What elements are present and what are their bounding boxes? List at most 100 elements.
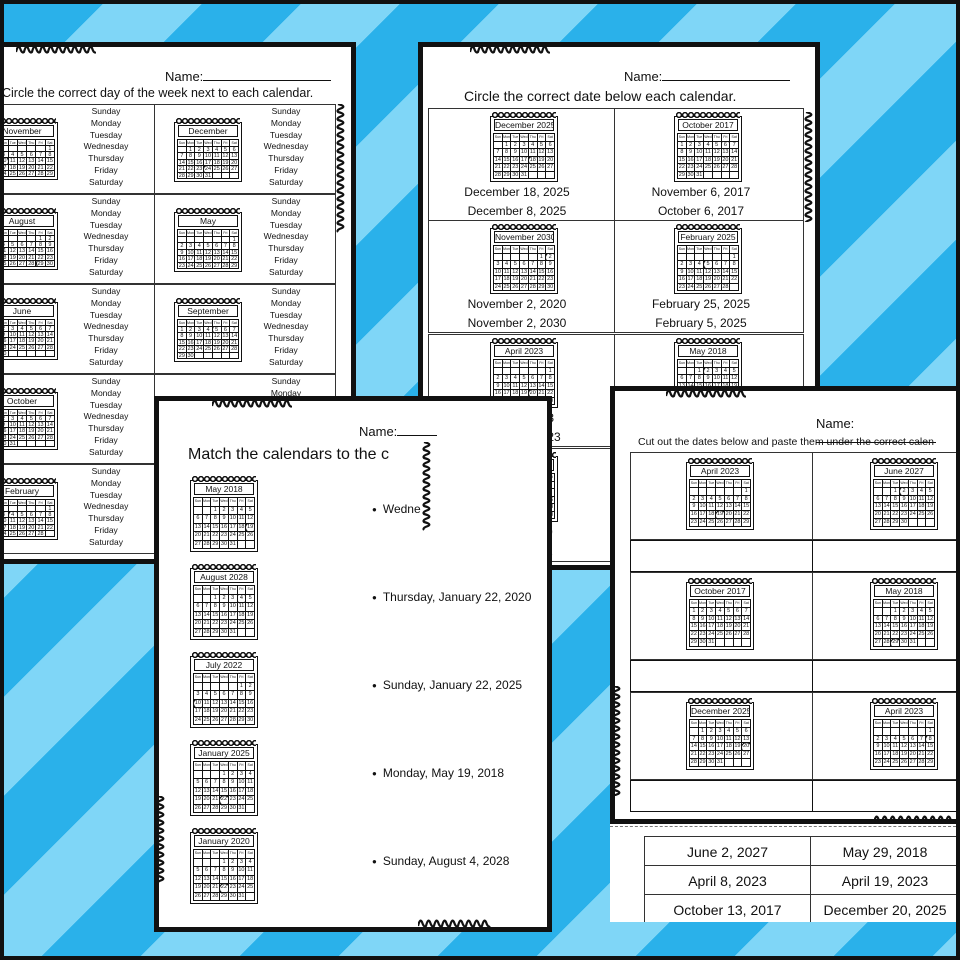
instruction-text: Match the calendars to the c — [188, 446, 389, 463]
squiggle-decoration — [16, 45, 96, 54]
calendar-month-label: April 2023 — [874, 705, 934, 717]
date-option: November 6, 2017 — [651, 185, 751, 199]
calendar-month-label: August 2028 — [194, 571, 254, 583]
cut-date-label: April 19, 2023 — [841, 873, 929, 889]
match-date-item: Thursday, January 22, 2020 — [372, 590, 532, 604]
squiggle-decoration — [418, 919, 491, 928]
calendar-month-label: July 2022 — [194, 659, 254, 671]
squiggle-decoration — [336, 104, 345, 233]
match-date-item: Wedne — [372, 502, 421, 516]
worksheet-day-of-week: Name: Circle the correct day of the week… — [4, 42, 356, 564]
product-preview-collage: Name: Circle the correct day of the week… — [4, 4, 956, 956]
calendar-month-label: January 2020 — [194, 835, 254, 847]
calendar-icon: NovemberSunMonTueWedThuFriSat12345678910… — [4, 118, 58, 180]
name-field: Name: — [816, 416, 956, 446]
instruction-text: Cut out the dates below and paste them u… — [638, 436, 934, 448]
calendar-month-label: December 2025 — [690, 705, 750, 717]
paste-box — [812, 780, 956, 812]
paste-box — [630, 540, 813, 572]
calendar-month-label: December 2025 — [494, 119, 554, 131]
cut-date-label: May 29, 2018 — [842, 844, 928, 860]
date-option: February 5, 2025 — [655, 316, 747, 330]
calendar-month-label: May 2018 — [194, 483, 254, 495]
name-field: Name: — [624, 69, 791, 84]
calendar-month-label: February — [4, 485, 54, 497]
instruction-text: Circle the correct date below each calen… — [464, 88, 737, 104]
date-option: November 2, 2020 — [467, 297, 567, 311]
paste-box — [812, 660, 956, 692]
calendar-month-label: June 2027 — [874, 465, 934, 477]
calendar-month-label: October 2017 — [678, 119, 738, 131]
calendar-month-label: November 2030 — [494, 231, 554, 243]
squiggle-decoration — [212, 399, 292, 408]
paste-box — [630, 660, 813, 692]
cut-date-label: June 2, 2027 — [687, 844, 768, 860]
calendar-icon: FebruarySunMonTueWedThuFriSat12345678910… — [4, 478, 58, 540]
calendar-month-label: December — [178, 125, 238, 137]
calendar-month-label: April 2023 — [690, 465, 750, 477]
date-option: October 6, 2017 — [657, 204, 745, 218]
squiggle-decoration — [470, 45, 550, 54]
cut-date-label: October 13, 2017 — [673, 902, 782, 918]
calendar-month-label: January 2025 — [194, 747, 254, 759]
calendar-month-label: November — [4, 125, 54, 137]
worksheet-match-calendars: Name: Match the calendars to the c May 2… — [154, 396, 552, 932]
squiggle-decoration — [874, 815, 954, 824]
calendar-month-label: May — [178, 215, 238, 227]
match-date-item: Sunday, August 4, 2028 — [372, 854, 510, 868]
worksheet-cut-and-paste: Name: Cut out the dates below and paste … — [610, 386, 956, 922]
date-option: December 8, 2025 — [467, 204, 567, 218]
name-field: Name: — [165, 69, 332, 84]
calendar-icon: AugustSunMonTueWedThuFriSat1234567891011… — [4, 208, 58, 270]
paste-box — [812, 540, 956, 572]
squiggle-decoration — [804, 112, 813, 222]
date-option: November 2, 2030 — [467, 316, 567, 330]
match-date-item: Sunday, January 22, 2025 — [372, 678, 522, 692]
cut-date-label: April 8, 2023 — [688, 873, 767, 889]
match-date-item: Monday, May 19, 2018 — [372, 766, 504, 780]
date-option: December 18, 2025 — [464, 185, 570, 199]
calendar-month-label: August — [4, 215, 54, 227]
squiggle-decoration — [422, 442, 431, 531]
cut-line — [610, 826, 956, 827]
paste-box — [630, 780, 813, 812]
calendar-month-label: April 2023 — [494, 345, 554, 357]
squiggle-decoration — [612, 686, 621, 796]
calendar-month-label: May 2018 — [874, 585, 934, 597]
calendar-icon: OctoberSunMonTueWedThuFriSat123456789101… — [4, 388, 58, 450]
calendar-icon: JuneSunMonTueWedThuFriSat123456789101112… — [4, 298, 58, 360]
calendar-month-label: February 2025 — [678, 231, 738, 243]
calendar-month-label: October 2017 — [690, 585, 750, 597]
calendar-month-label: June — [4, 305, 54, 317]
name-field: Name: — [359, 424, 438, 439]
squiggle-decoration — [156, 796, 165, 885]
calendar-month-label: October — [4, 395, 54, 407]
cut-date-label: December 20, 2025 — [823, 902, 947, 918]
instruction-text: Circle the correct day of the week next … — [4, 86, 314, 100]
